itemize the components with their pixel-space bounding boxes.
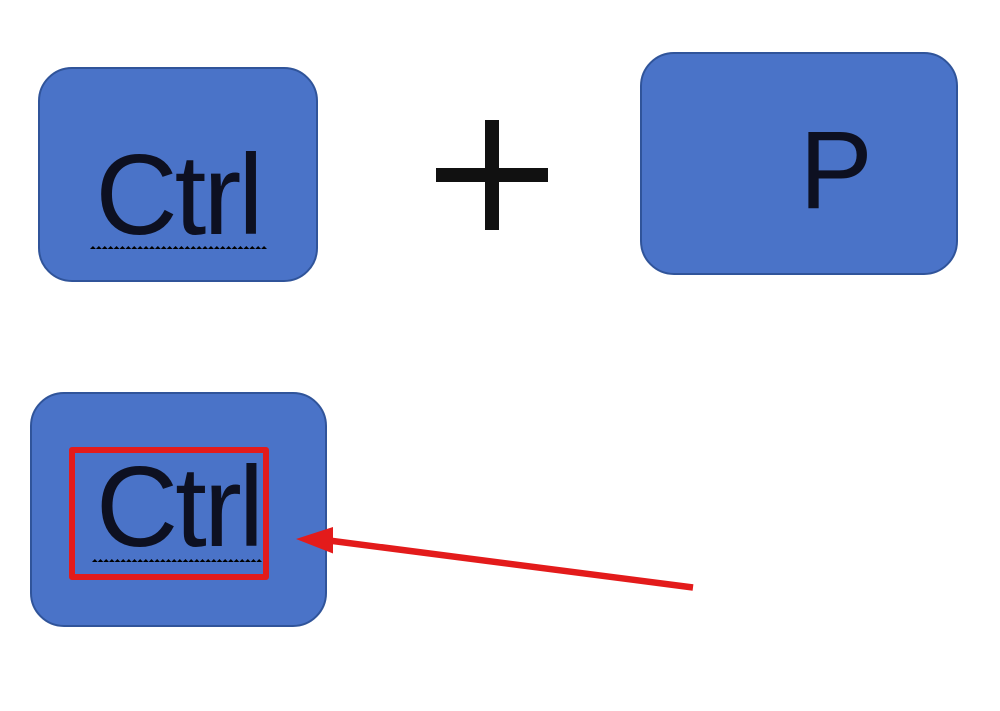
highlighted-ctrl-key: Ctrl bbox=[30, 392, 327, 627]
highlighted-ctrl-key-label: Ctrl bbox=[95, 444, 264, 571]
spellcheck-squiggle-icon bbox=[90, 246, 267, 249]
ctrl-key-label: Ctrl bbox=[95, 132, 263, 259]
p-key-label: P bbox=[799, 109, 873, 232]
ctrl-key: Ctrl bbox=[38, 67, 318, 282]
plus-vertical-bar bbox=[485, 120, 499, 230]
p-key: P bbox=[640, 52, 958, 275]
highlight-box bbox=[69, 447, 269, 580]
red-arrow-icon bbox=[296, 527, 999, 591]
plus-sign bbox=[436, 120, 548, 230]
